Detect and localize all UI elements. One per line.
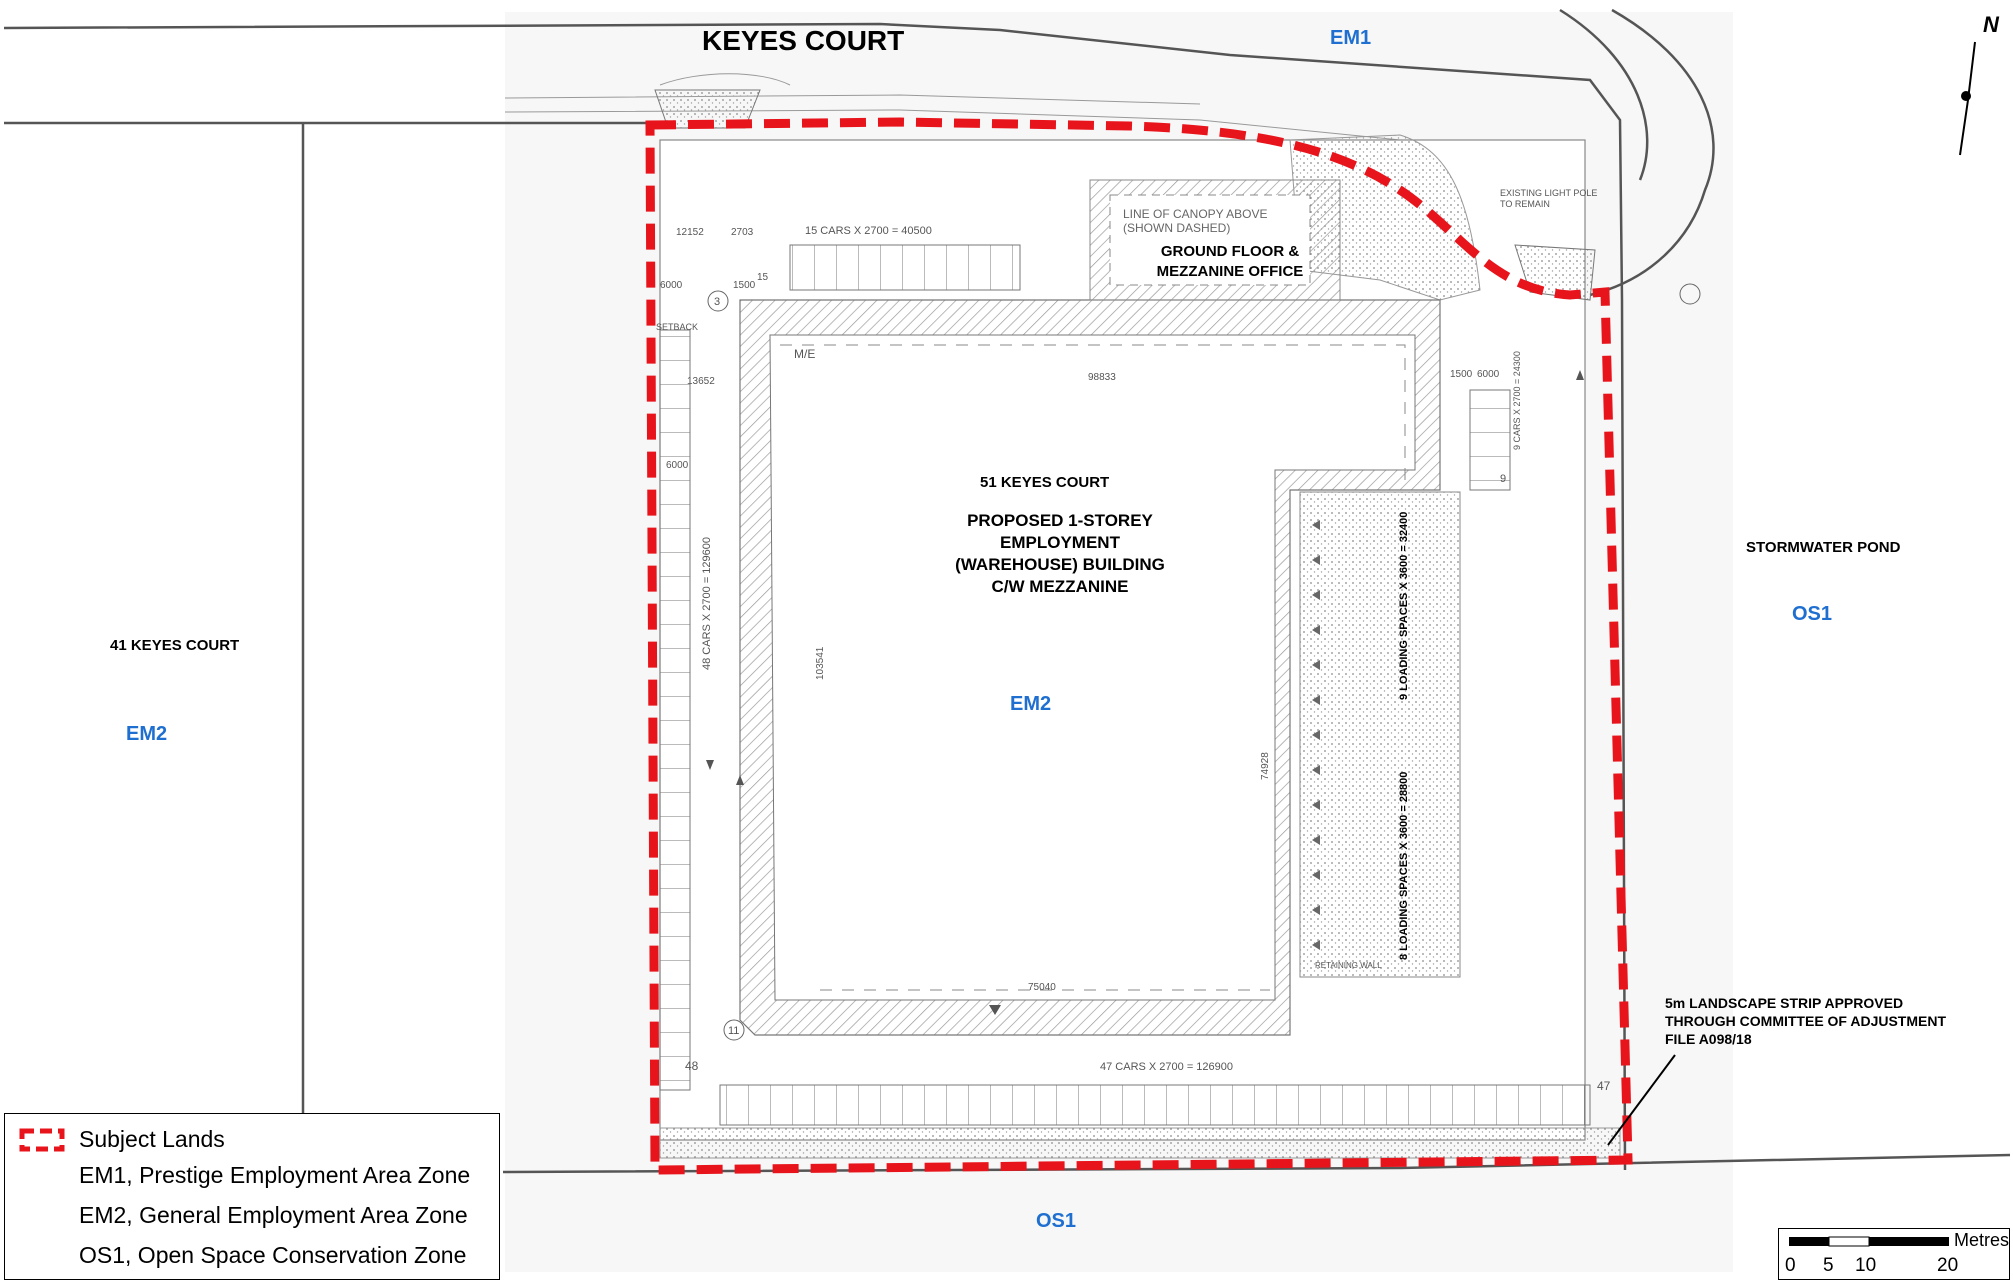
dim-label: 13652 — [687, 376, 715, 387]
drawing-arrows — [706, 370, 1584, 1015]
retaining-wall-note: RETAINING WALL — [1315, 961, 1382, 970]
dim-label: 1500 — [1450, 369, 1473, 380]
scale-tick: 10 — [1855, 1255, 1876, 1276]
parking-row-south — [719, 1084, 1591, 1126]
subject-description: PROPOSED 1-STOREY EMPLOYMENT (WAREHOUSE)… — [955, 511, 1165, 596]
parking-label-south: 47 CARS X 2700 = 126900 — [1100, 1061, 1233, 1073]
dim-left-height: 103541 — [815, 646, 826, 680]
zone-south: OS1 — [1036, 1210, 1076, 1232]
scale-tick: 5 — [1823, 1255, 1834, 1276]
parking-label-east: 9 CARS X 2700 = 24300 — [1512, 351, 1522, 450]
landscape-strip-south — [659, 1127, 1621, 1159]
parking-row-west — [659, 329, 691, 1091]
north-label: N — [1983, 12, 2000, 37]
me-note: M/E — [794, 347, 815, 361]
office-label-line: MEZZANINE OFFICE — [1157, 263, 1304, 280]
map-legend: Subject Lands EM1, Prestige Employment A… — [4, 1113, 500, 1280]
dim-label: 1500 — [733, 280, 756, 291]
light-pole-note: EXISTING LIGHT POLE TO REMAIN — [1500, 188, 1597, 209]
zone-east: OS1 — [1792, 603, 1832, 625]
zone-boundaries — [3, 8, 2011, 1174]
loading-doors — [1312, 520, 1320, 950]
subject-lands-boundary — [645, 117, 1633, 1175]
zone-subject: EM2 — [1010, 693, 1051, 715]
canopy-label: LINE OF CANOPY ABOVE (SHOWN DASHED) — [1123, 207, 1268, 235]
landscape-leader-line — [1607, 1054, 1676, 1146]
landscape-note: 5m LANDSCAPE STRIP APPROVED THROUGH COMM… — [1665, 995, 1946, 1047]
dim-label: 15 — [757, 272, 769, 283]
building-setback-dashed — [780, 344, 1406, 991]
dim-label: 2703 — [731, 227, 754, 238]
parking-row-north — [789, 244, 1021, 291]
scale-bar-graphic: Metres 0 5 10 20 — [1785, 1230, 2009, 1276]
dim-label: 47 — [1597, 1079, 1611, 1093]
dimension-labels: 98833 75040 103541 74928 12152 2703 6000… — [660, 227, 1611, 1093]
dim-top-width: 98833 — [1088, 372, 1116, 383]
canopy-label-line: (SHOWN DASHED) — [1123, 221, 1230, 235]
parking-row-east — [1469, 389, 1511, 491]
bubble-label: 3 — [714, 296, 720, 308]
loading-label-lower: 8 LOADING SPACES X 3600 = 28800 — [1398, 772, 1410, 960]
scale-bar: Metres 0 5 10 20 — [1778, 1228, 2010, 1280]
dim-bottom-width: 75040 — [1028, 982, 1056, 993]
office-label-line: GROUND FLOOR & — [1161, 243, 1299, 260]
east-site-name: STORMWATER POND — [1746, 539, 1901, 556]
zone-west: EM2 — [126, 723, 167, 745]
office-label: GROUND FLOOR & MEZZANINE OFFICE — [1157, 243, 1304, 280]
building-footprint — [769, 334, 1416, 1001]
canopy-outline — [1109, 194, 1311, 286]
loading-dock-area — [1299, 491, 1461, 978]
dim-label: 6000 — [666, 460, 689, 471]
legend-item-os1: OS1, Open Space Conservation Zone — [79, 1242, 467, 1268]
scale-tick: 20 — [1937, 1255, 1958, 1276]
subject-description-line: (WAREHOUSE) BUILDING — [955, 555, 1165, 574]
dim-label: 6000 — [660, 280, 683, 291]
setback-note: SETBACK — [656, 322, 698, 332]
legend-item-em1: EM1, Prestige Employment Area Zone — [79, 1162, 471, 1188]
west-site-address: 41 KEYES COURT — [110, 637, 239, 654]
landscape-note-line: 5m LANDSCAPE STRIP APPROVED — [1665, 995, 1903, 1011]
street-name: KEYES COURT — [702, 25, 904, 56]
landscape-note-line: THROUGH COMMITTEE OF ADJUSTMENT — [1665, 1013, 1946, 1029]
subject-description-line: PROPOSED 1-STOREY — [967, 511, 1153, 530]
parking-label-north: 15 CARS X 2700 = 40500 — [805, 225, 932, 237]
dim-label: 48 — [685, 1059, 699, 1073]
subject-lands-swatch — [19, 1128, 65, 1152]
parking-label-west: 48 CARS X 2700 = 129600 — [701, 537, 713, 670]
dimension-bubbles — [707, 283, 1701, 1041]
dim-right-height: 74928 — [1260, 752, 1271, 780]
north-arrow: N — [1959, 12, 2000, 156]
subject-description-line: EMPLOYMENT — [1000, 533, 1121, 552]
dim-label: 6000 — [1477, 369, 1500, 380]
loading-label-upper: 9 LOADING SPACES X 3600 = 32400 — [1398, 512, 1410, 700]
subject-address: 51 KEYES COURT — [980, 474, 1109, 491]
dim-label: 12152 — [676, 227, 704, 238]
canopy-label-line: LINE OF CANOPY ABOVE — [1123, 207, 1268, 221]
subject-description-line: C/W MEZZANINE — [992, 577, 1129, 596]
legend-item-em2: EM2, General Employment Area Zone — [79, 1202, 468, 1228]
scale-tick: 0 — [1785, 1255, 1796, 1276]
zone-north: EM1 — [1330, 27, 1371, 49]
light-pole-note-line: TO REMAIN — [1500, 199, 1550, 209]
legend-item-subject-lands: Subject Lands — [79, 1126, 225, 1152]
light-pole-note-line: EXISTING LIGHT POLE — [1500, 188, 1597, 198]
scale-unit: Metres — [1954, 1230, 2009, 1250]
dim-label: 9 — [1500, 473, 1506, 485]
landscape-note-line: FILE A098/18 — [1665, 1031, 1752, 1047]
bubble-label: 11 — [728, 1025, 739, 1037]
